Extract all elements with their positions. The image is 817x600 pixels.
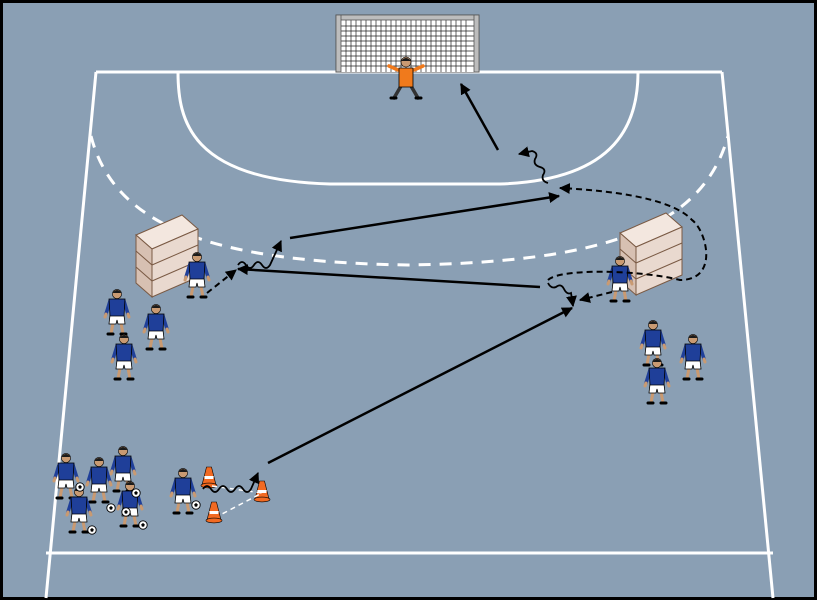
dribble-left-box bbox=[237, 240, 282, 269]
run-paths bbox=[206, 183, 708, 303]
pass-arrows bbox=[236, 83, 573, 465]
ball bbox=[75, 482, 85, 492]
run-left-player bbox=[206, 269, 237, 294]
dribble-finish bbox=[517, 146, 549, 184]
run-around-right-box bbox=[547, 183, 708, 282]
court-lines bbox=[44, 70, 775, 599]
ball bbox=[138, 520, 148, 530]
goalkeeper bbox=[387, 56, 425, 100]
dribble-right-mid bbox=[547, 282, 577, 308]
ball bbox=[191, 500, 201, 510]
pass-start-to-right bbox=[267, 306, 573, 465]
ball bbox=[87, 525, 97, 535]
dribble-paths bbox=[202, 146, 577, 493]
ball bbox=[121, 507, 131, 517]
run-right-player bbox=[578, 291, 613, 303]
goal-area-line bbox=[176, 71, 640, 186]
shot-on-goal bbox=[459, 83, 500, 151]
ball bbox=[106, 503, 116, 513]
pass-left-to-center bbox=[289, 192, 561, 240]
left-sideline bbox=[44, 71, 98, 599]
free-throw-line bbox=[89, 135, 730, 267]
right-sideline bbox=[720, 71, 775, 599]
dribble-start bbox=[202, 471, 260, 493]
ball bbox=[131, 488, 141, 498]
pass-right-to-left bbox=[236, 264, 541, 289]
